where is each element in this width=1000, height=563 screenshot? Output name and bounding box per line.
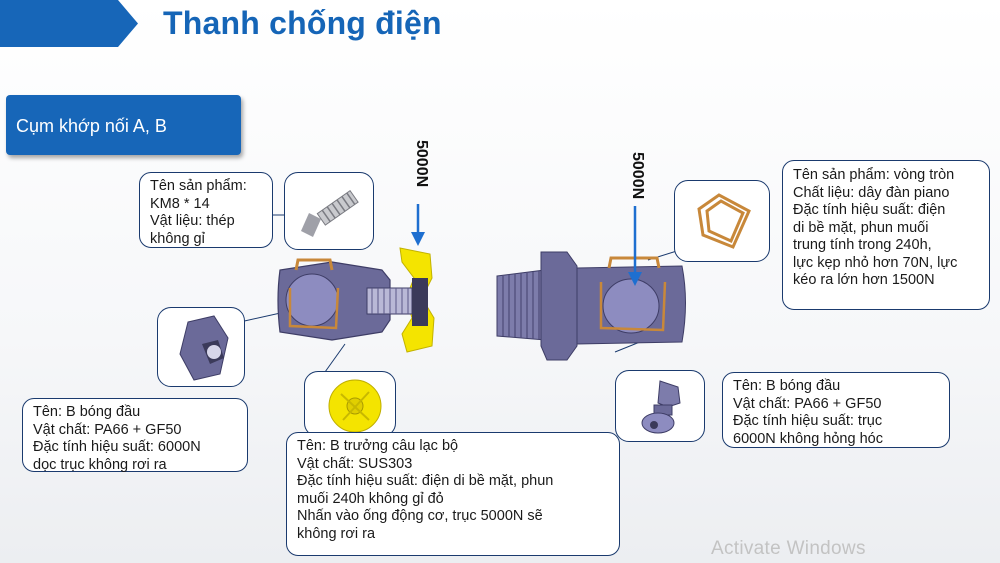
callout-screw: Tên sản phẩm: KM8 * 14 Vật liệu: thép kh… — [139, 172, 273, 248]
callout-ball-right: Tên: B bóng đầu Vật chất: PA66 + GF50 Đặ… — [722, 372, 950, 448]
callout-line: Đặc tính hiệu suất: trục — [733, 413, 883, 429]
callout-line: Tên sản phẩm: vòng tròn — [793, 167, 955, 183]
screw-image — [284, 172, 374, 250]
callout-line: Tên: B bóng đầu — [33, 404, 141, 420]
callout-line: Tên: B bóng đầu — [733, 378, 841, 394]
callout-line: trung tính trong 240h, — [793, 237, 932, 253]
callout-line: Vật liệu: thép — [150, 213, 235, 229]
force-label-right: 5000N — [629, 152, 646, 200]
callout-line: di bề mặt, phun muối — [793, 219, 929, 236]
callout-line: không gỉ — [150, 230, 205, 247]
ball-stud-icon — [641, 380, 681, 434]
ball-joint-image — [157, 307, 245, 387]
page-title: Thanh chống điện — [163, 5, 442, 41]
title-banner-arrow — [0, 0, 138, 47]
ball-joint-icon — [179, 315, 229, 381]
force-label-left: 5000N — [413, 140, 430, 188]
spring-clip-icon — [328, 379, 382, 433]
joint-assembly-b — [496, 251, 686, 361]
ball-stud-image — [615, 370, 705, 442]
callout-line: Đặc tính hiệu suất: 6000N — [33, 439, 201, 455]
callout-clip: Tên: B trưởng câu lạc bộ Vật chất: SUS30… — [286, 432, 620, 556]
callout-line: không rơi ra — [297, 525, 376, 542]
callout-line: Vật chất: PA66 + GF50 — [33, 421, 182, 438]
down-arrow-icon — [628, 206, 642, 286]
down-arrow-icon — [411, 204, 425, 246]
callout-line: Đặc tính hiệu suất: điện — [793, 202, 946, 218]
screw-icon — [301, 189, 359, 237]
callout-line: dọc trục không rơi ra — [33, 456, 167, 473]
joint-assembly-a — [277, 247, 435, 353]
activation-watermark: Activate Windows — [711, 538, 866, 559]
callout-line: Đặc tính hiệu suất: điện di bề mặt, phun — [297, 473, 554, 489]
callout-line: Tên: B trưởng câu lạc bộ — [297, 438, 459, 454]
callout-line: Vật chất: SUS303 — [297, 455, 413, 472]
callout-ring: Tên sản phẩm: vòng tròn Chất liệu: dây đ… — [782, 160, 990, 310]
callout-line: Tên sản phẩm: — [150, 178, 247, 194]
callout-line: Nhấn vào ống động cơ, trục 5000N sẽ — [297, 508, 543, 524]
callout-line: Vật chất: PA66 + GF50 — [733, 395, 882, 412]
wire-ring-image — [674, 180, 770, 262]
callout-line: lực kẹp nhỏ hơn 70N, lực — [793, 254, 958, 271]
callout-line: 6000N không hỏng hóc — [733, 430, 883, 447]
callout-line: kéo ra lớn hơn 1500N — [793, 272, 935, 288]
callout-line: muối 240h không gỉ đỏ — [297, 490, 444, 507]
callout-line: Chất liệu: dây đàn piano — [793, 184, 950, 201]
section-heading: Cụm khớp nối A, B — [6, 95, 241, 155]
callout-ball-left: Tên: B bóng đầu Vật chất: PA66 + GF50 Đặ… — [22, 398, 248, 473]
wire-ring-icon — [697, 193, 751, 249]
spring-clip-image — [304, 371, 396, 437]
callout-line: KM8 * 14 — [150, 195, 210, 212]
